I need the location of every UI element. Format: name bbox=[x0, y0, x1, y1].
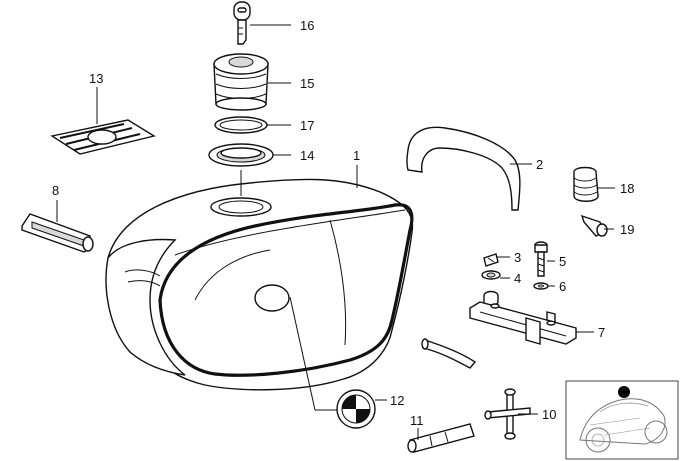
label-7: 7 bbox=[598, 325, 605, 340]
label-2: 2 bbox=[536, 157, 543, 172]
label-5: 5 bbox=[559, 254, 566, 269]
knee-pad[interactable] bbox=[406, 126, 521, 211]
gasket[interactable] bbox=[214, 116, 268, 134]
fuel-hose[interactable] bbox=[421, 338, 477, 369]
label-15: 15 bbox=[300, 76, 314, 91]
label-14: 14 bbox=[300, 148, 314, 163]
locator-marker bbox=[618, 386, 630, 398]
label-18: 18 bbox=[620, 181, 634, 196]
decal-plate[interactable] bbox=[50, 119, 156, 155]
label-19: 19 bbox=[620, 222, 634, 237]
label-17: 17 bbox=[300, 118, 314, 133]
label-16: 16 bbox=[300, 18, 314, 33]
label-11: 11 bbox=[410, 413, 424, 428]
motorcycle-locator-icon[interactable] bbox=[565, 380, 679, 460]
mounting-bracket[interactable] bbox=[469, 301, 577, 345]
label-4: 4 bbox=[514, 271, 521, 286]
rubber-buffer[interactable] bbox=[573, 166, 599, 202]
label-8: 8 bbox=[52, 183, 59, 198]
buffer-pin[interactable] bbox=[580, 214, 608, 237]
screw[interactable] bbox=[534, 241, 548, 277]
reflector[interactable] bbox=[21, 213, 94, 253]
leader-lines bbox=[56, 24, 615, 440]
part-labels: 16 15 17 14 1 2 13 8 3 4 5 6 7 18 19 12 … bbox=[52, 18, 634, 428]
label-13: 13 bbox=[89, 71, 103, 86]
filler-cap[interactable] bbox=[213, 53, 269, 111]
bmw-emblem[interactable] bbox=[336, 389, 376, 429]
label-12: 12 bbox=[390, 393, 404, 408]
label-6: 6 bbox=[559, 279, 566, 294]
key[interactable] bbox=[233, 1, 251, 45]
vent-hose[interactable] bbox=[407, 423, 475, 453]
grommet[interactable] bbox=[481, 270, 501, 306]
label-3: 3 bbox=[514, 250, 521, 265]
fuel-tank[interactable] bbox=[105, 178, 414, 391]
label-10: 10 bbox=[542, 407, 556, 422]
washer[interactable] bbox=[533, 282, 549, 290]
label-1: 1 bbox=[353, 148, 360, 163]
filler-ring[interactable] bbox=[208, 143, 274, 167]
clip[interactable] bbox=[483, 253, 499, 267]
